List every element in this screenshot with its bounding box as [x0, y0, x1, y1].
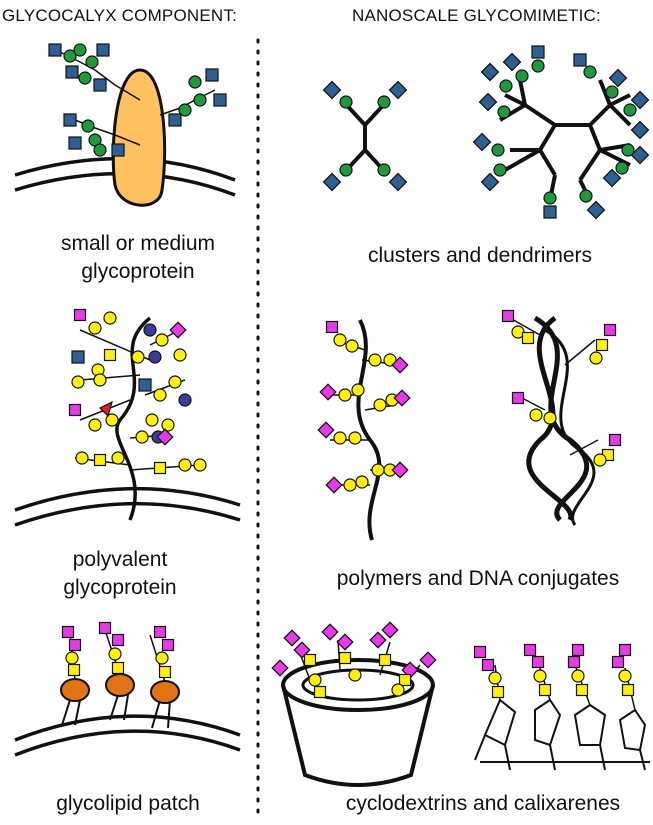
dna-conjugate-illustration [509, 315, 599, 526]
caption-line: small or medium [60, 232, 216, 255]
cluster-illustration [340, 98, 390, 177]
membrane-line [14, 714, 241, 742]
polymer-illustration [330, 319, 401, 541]
caption-small-medium-glycoprotein: small or medium glycoprotein [18, 230, 258, 286]
glycan-chain [473, 643, 635, 699]
glycan-chain [501, 309, 622, 467]
caption-line: polyvalent [72, 548, 168, 571]
glycolipid-illustration [14, 629, 241, 757]
glycan-chain [68, 308, 207, 475]
membrane-line [14, 486, 241, 512]
caption-cyclodextrins-calixarenes: cyclodextrins and calixarenes [345, 792, 621, 815]
glycan-chain [61, 621, 175, 679]
glycan-chain [472, 45, 650, 220]
caption-polyvalent-glycoprotein: polyvalent glycoprotein [20, 546, 220, 602]
caption-glycolipid-patch: glycolipid patch [56, 792, 200, 815]
caption-line: glycoprotein [63, 576, 177, 599]
membrane-line [14, 729, 241, 757]
caption-polymers-dna: polymers and DNA conjugates [336, 567, 620, 590]
caption-line: glycoprotein [81, 260, 195, 283]
membrane-line [14, 501, 241, 527]
polyvalent-illustration [14, 316, 241, 527]
protein-body [111, 68, 167, 207]
header-glycocalyx-component: GLYCOCALYX COMPONENT: [2, 6, 238, 25]
glycoprotein-illustration [14, 51, 236, 207]
protein-chain [115, 316, 152, 521]
fucose-triangle [98, 400, 113, 418]
header-nanoscale-glycomimetic: NANOSCALE GLYCOMIMETIC: [352, 6, 601, 25]
dendrimer-illustration [498, 79, 632, 201]
caption-clusters-dendrimers: clusters and dendrimers [367, 244, 593, 267]
